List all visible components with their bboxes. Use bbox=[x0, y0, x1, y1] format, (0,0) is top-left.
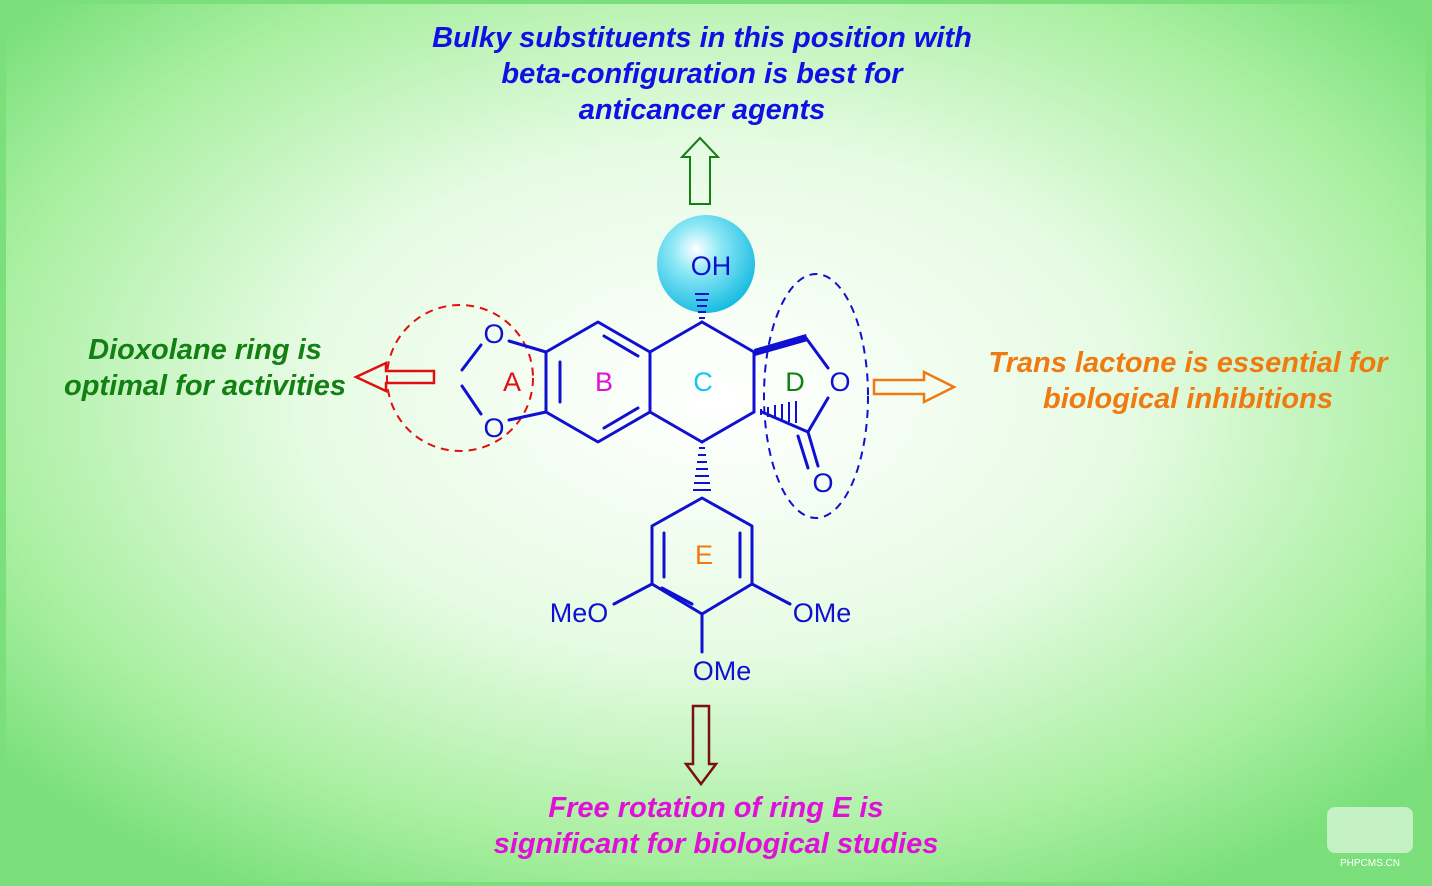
ring-label-b: B bbox=[595, 367, 613, 397]
dioxolane-oxygen-bottom: O bbox=[483, 413, 504, 443]
annotation-bottom-line-2: significant for biological studies bbox=[493, 828, 939, 860]
methoxy-left: MeO bbox=[550, 598, 609, 628]
ring-d-highlight-ellipse bbox=[763, 273, 869, 519]
carbonyl-oxygen: O bbox=[812, 468, 833, 498]
wedge-bond-lactone bbox=[754, 334, 808, 356]
annotation-top-line-1: Bulky substituents in this position with bbox=[432, 22, 972, 54]
annotation-top-line-3: anticancer agents bbox=[578, 94, 826, 126]
annotation-top-line-2: beta-configuration is best for bbox=[501, 58, 903, 90]
arrow-down bbox=[683, 704, 719, 787]
annotation-left-line-1: Dioxolane ring is bbox=[88, 334, 322, 366]
annotation-dioxolane-ring: Dioxolane ring is optimal for activities bbox=[20, 332, 390, 404]
watermark-logo-letters: PC bbox=[1346, 814, 1393, 852]
annotation-left-line-2: optimal for activities bbox=[63, 370, 346, 402]
watermark-text: PHPCMS.CN bbox=[1340, 858, 1400, 869]
hydroxyl-highlight bbox=[657, 215, 755, 313]
bonds bbox=[460, 320, 830, 654]
annotation-right-line-1: Trans lactone is essential for bbox=[988, 347, 1388, 379]
ring-label-c: C bbox=[693, 367, 713, 397]
annotation-right-line-2: biological inhibitions bbox=[1043, 383, 1333, 415]
arrow-left bbox=[353, 361, 436, 393]
ring-a-highlight-circle bbox=[386, 304, 534, 452]
annotation-trans-lactone: Trans lactone is essential for biologica… bbox=[948, 345, 1428, 417]
arrow-up bbox=[679, 136, 721, 205]
annotation-hydroxyl-position: Bulky substituents in this position with… bbox=[352, 20, 1052, 128]
watermark-logo: PC PHPCMS.CN bbox=[1327, 807, 1413, 869]
annotation-bottom-line-1: Free rotation of ring E is bbox=[548, 792, 884, 824]
hashed-bonds bbox=[693, 293, 797, 491]
dioxolane-oxygen-top: O bbox=[483, 319, 504, 349]
hydroxyl-label: OH bbox=[691, 251, 732, 281]
ring-label-d: D bbox=[785, 367, 805, 397]
methoxy-bottom: OMe bbox=[693, 656, 752, 686]
arrow-right bbox=[872, 369, 957, 405]
lactone-ring-oxygen: O bbox=[829, 367, 850, 397]
methoxy-right: OMe bbox=[793, 598, 852, 628]
ring-label-a: A bbox=[503, 367, 521, 397]
annotation-ring-e-rotation: Free rotation of ring E is significant f… bbox=[416, 790, 1016, 862]
ring-label-e: E bbox=[695, 540, 713, 570]
